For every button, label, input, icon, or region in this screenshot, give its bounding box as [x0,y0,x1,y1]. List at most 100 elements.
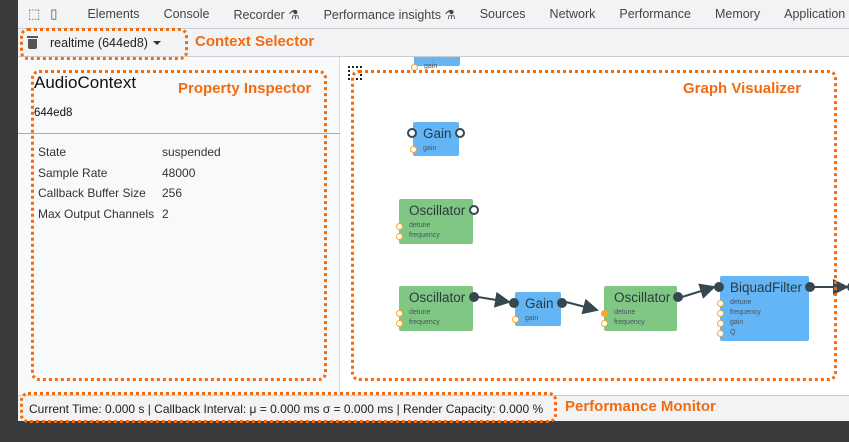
input-port[interactable] [714,282,724,292]
param-label: frequency [409,319,440,326]
output-port[interactable] [673,292,683,302]
output-port[interactable] [557,298,567,308]
param-label: gain [730,319,744,326]
output-port[interactable] [469,292,479,302]
tab-sources[interactable]: Sources [479,7,526,21]
property-list: State suspended Sample Rate 48000 Callback… [38,145,221,227]
param-label: frequency [409,232,440,239]
tab-label: Performance insights [323,7,441,22]
param-port[interactable] [396,320,403,327]
tab-recorder[interactable]: Recorder ⚗ [221,7,311,22]
annotation-perf: Performance Monitor [565,398,716,415]
selection-marker [348,66,362,80]
property-value: 2 [162,206,169,221]
output-port[interactable] [469,205,479,215]
caret-down-icon [152,41,161,46]
tab-network[interactable]: Network [549,7,596,21]
param-label: gain [525,315,539,322]
param-port[interactable] [512,316,519,323]
input-port[interactable] [847,282,849,292]
audio-node[interactable]: Oscillator detune frequency [601,286,683,331]
input-port[interactable] [509,298,519,308]
property-key: Max Output Channels [38,206,155,221]
param-port[interactable] [601,310,608,317]
param-port[interactable] [410,146,417,153]
annotation-box-graph [351,70,837,381]
tab-bar: ⬚ ▯ Elements Console Recorder ⚗ Performa… [18,0,849,29]
param-label: detune [614,309,636,316]
toolbar: realtime (644ed8) [18,29,849,57]
graph-visualizer[interactable]: GaingainGaingainOscillatordetunefrequenc… [341,57,849,395]
audio-node[interactable]: Gain gain [411,57,460,71]
tab-application[interactable]: Application [784,7,846,21]
node-title: Gain [424,57,453,59]
audio-node[interactable]: Oscillator detune frequency [396,199,479,244]
context-selector-value: realtime (644ed8) [50,35,148,50]
param-port[interactable] [717,300,724,307]
tab-elements[interactable]: Elements [87,7,140,21]
context-selector[interactable]: realtime (644ed8) [50,36,161,50]
property-key: State [38,145,67,159]
annotation-box-context [20,28,188,60]
param-port[interactable] [396,233,403,240]
param-port[interactable] [717,310,724,317]
node-title: Oscillator [409,290,466,305]
property-row: State suspended [38,145,221,166]
node-title: BiquadFilter [730,280,803,295]
param-port[interactable] [396,310,403,317]
param-label: gain [423,145,437,152]
tab-console[interactable]: Console [163,7,210,21]
node-title: Oscillator [614,290,671,305]
audio-node[interactable]: Gain gain [407,122,465,156]
connection-edge [681,283,716,299]
tab-performance[interactable]: Performance [619,7,691,21]
output-port[interactable] [805,282,815,292]
property-value: 256 [162,186,183,200]
node-title: Gain [525,296,554,311]
input-port[interactable] [407,128,417,138]
annotation-box-inspector [31,70,327,381]
connection-edge [477,291,511,308]
property-inspector: AudioContext 644ed8 State suspended Sampl… [18,57,340,395]
tab-label: Recorder [233,7,285,22]
audio-node[interactable]: Gain gain [509,292,567,326]
inspector-title: AudioContext [34,73,137,92]
audio-node[interactable]: Oscillator detune frequency [396,286,479,331]
property-row: Callback Buffer Size 256 [38,186,221,207]
node-title: Oscillator [409,203,466,218]
device-toolbar-icon[interactable]: ▯ [50,6,58,21]
annotation-graph: Graph Visualizer [683,80,802,97]
param-port[interactable] [717,330,724,337]
node-title: Gain [423,126,452,141]
context-id: 644ed8 [34,107,73,119]
param-label: detune [409,222,431,229]
flask-icon: ⚗ [444,7,456,22]
annotation-context: Context Selector [195,33,315,50]
param-port[interactable] [601,320,608,327]
property-value: 48000 [162,165,196,180]
param-label: Q [730,329,736,336]
param-label: detune [409,309,431,316]
param-label: frequency [614,319,645,326]
param-label: detune [730,299,752,306]
param-port[interactable] [717,320,724,327]
graph-edges [477,279,849,315]
connection-edge [565,298,599,315]
property-row: Sample Rate 48000 [38,166,221,187]
performance-monitor: Current Time: 0.000 s | Callback Interva… [18,395,849,421]
inspect-element-icon[interactable]: ⬚ [28,6,41,21]
annotation-box-perf [20,392,557,423]
divider [18,133,340,134]
param-label: gain [424,63,438,70]
tab-memory[interactable]: Memory [714,7,761,21]
param-port[interactable] [396,223,403,230]
param-label: frequency [730,309,761,316]
property-value: suspended [162,145,221,159]
flask-icon: ⚗ [288,7,300,22]
trash-icon[interactable] [27,36,38,49]
property-key: Callback Buffer Size [38,186,146,200]
output-port[interactable] [455,128,465,138]
property-key: Sample Rate [38,165,108,180]
tab-performance-insights[interactable]: Performance insights ⚗ [312,7,468,22]
